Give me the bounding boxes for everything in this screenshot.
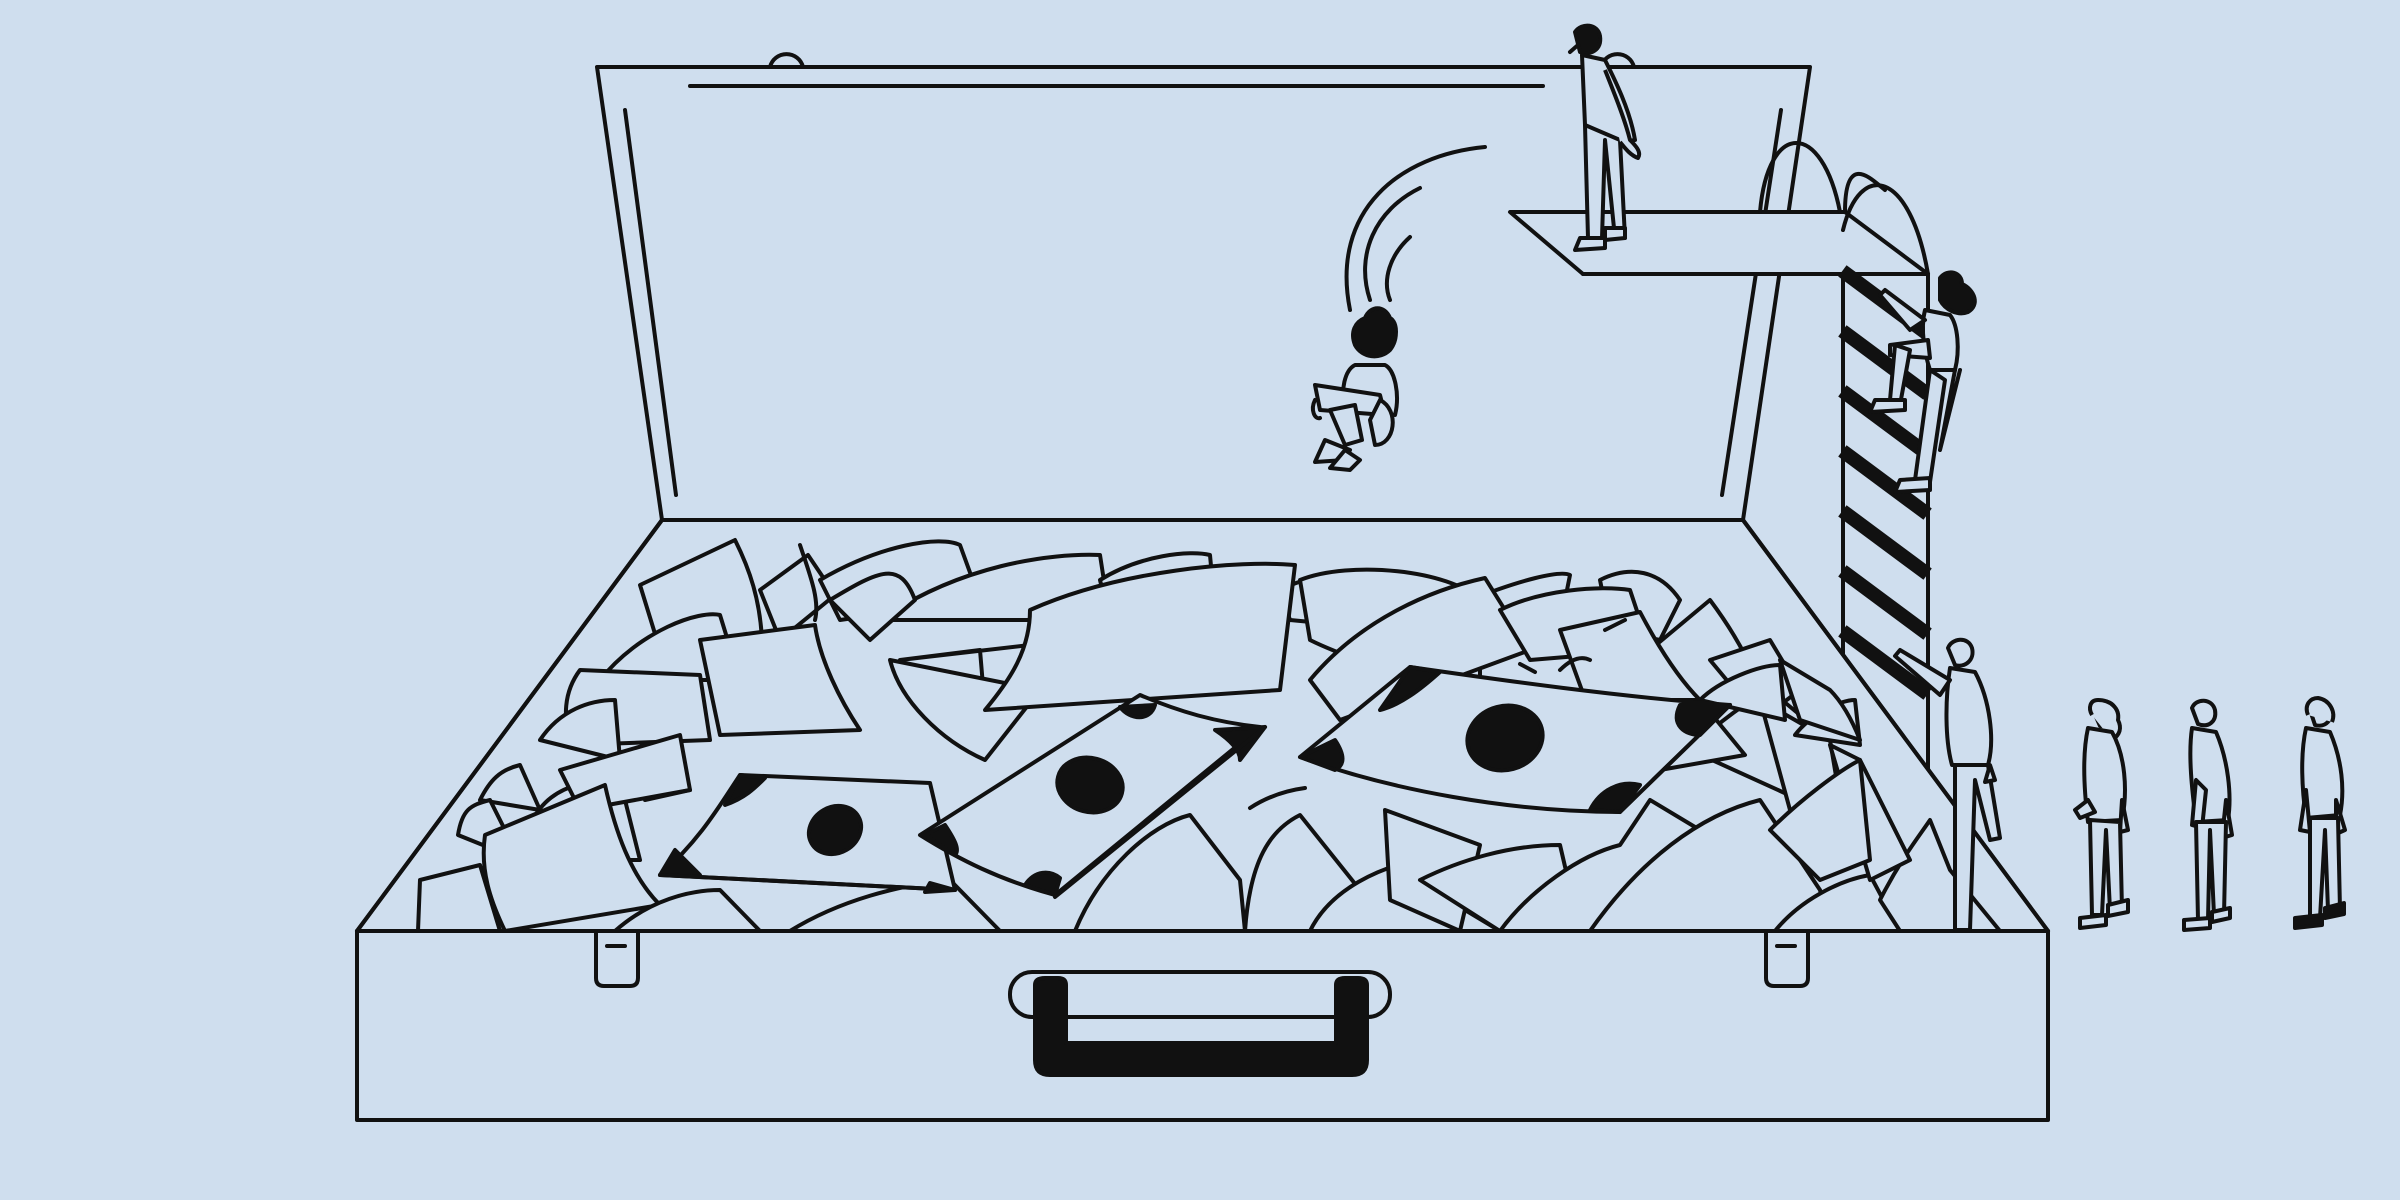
jumping-person <box>1310 306 1399 472</box>
person-at-ladder-bottom <box>1893 637 2002 932</box>
queue-person-3 <box>2293 696 2347 930</box>
person-on-board <box>1568 23 1642 252</box>
banknote-right <box>1298 665 1732 814</box>
banknote-center <box>918 693 1267 899</box>
motion-arcs <box>1344 145 1487 312</box>
queue-person-1 <box>2073 698 2130 930</box>
person-climbing-ladder <box>1868 270 1977 494</box>
banknote-left <box>658 773 957 894</box>
briefcase-base <box>355 518 2050 1122</box>
queue-person-2 <box>2182 698 2234 932</box>
money-pile <box>416 538 2002 933</box>
ladder <box>1838 183 1932 782</box>
